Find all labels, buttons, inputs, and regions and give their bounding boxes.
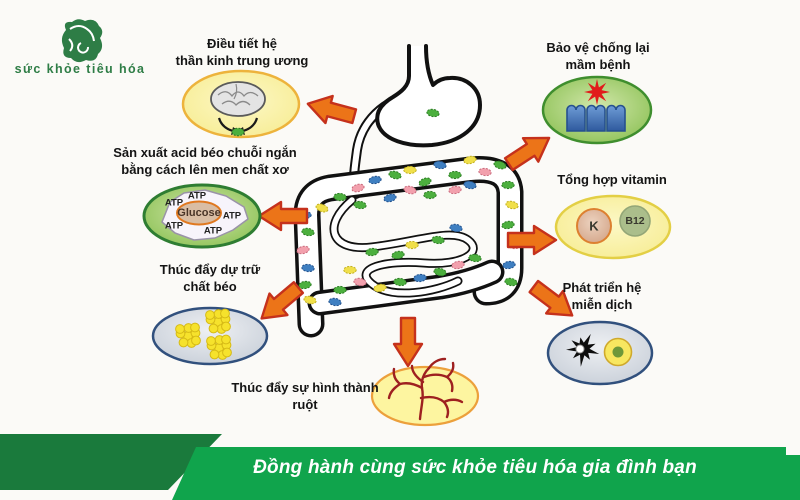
epithelium-cells-icon xyxy=(566,104,626,132)
label-fat: Thúc đẩy dự trữ chất béo xyxy=(159,262,261,294)
vitamin-b12-label: B12 xyxy=(625,215,645,227)
banner-bright-shape xyxy=(172,447,800,500)
banner-dark-shape xyxy=(0,434,222,490)
pathogen-starburst-icon xyxy=(584,79,610,105)
bubble-fat xyxy=(151,306,269,366)
logo-text: sức khỏe tiêu hóa xyxy=(14,62,146,76)
vitamin-b12-icon xyxy=(619,205,651,237)
arrow-to-gutform xyxy=(392,316,424,368)
vitamin-k-icon xyxy=(576,208,612,244)
label-gutform: Thúc đẩy sự hình thành ruột xyxy=(231,380,379,412)
glucose-label: Glucose xyxy=(177,207,221,219)
bubble-cns xyxy=(181,69,301,139)
bubble-gutform xyxy=(370,357,480,427)
atp-label: ATP xyxy=(164,220,184,232)
label-immune: Phát triển hệ miễn dịch xyxy=(562,280,642,312)
atp-label: ATP xyxy=(164,197,184,209)
digestive-tract-illustration xyxy=(293,44,524,338)
label-scfa: Sản xuất acid béo chuỗi ngắn bằng cách l… xyxy=(113,145,297,177)
banner-slogan: Đồng hành cùng sức khỏe tiêu hóa gia đìn… xyxy=(253,457,697,478)
atp-label: ATP xyxy=(203,225,223,237)
microbe-icon xyxy=(231,127,245,137)
bubble-scfa xyxy=(142,183,262,249)
vessel-branches-icon xyxy=(387,357,464,421)
label-pathogen: Bảo vệ chống lại mầm bệnh xyxy=(546,40,650,72)
atp-label: ATP xyxy=(222,210,242,222)
label-vitamin: Tổng hợp vitamin xyxy=(557,172,667,187)
brain-icon xyxy=(210,81,266,117)
vitamin-k-label: K xyxy=(589,218,599,234)
label-cns: Điều tiết hệ thần kinh trung ương xyxy=(175,36,309,68)
atp-label: ATP xyxy=(187,190,207,202)
intestine-logo-icon xyxy=(61,19,103,63)
arrow-to-cns xyxy=(302,89,360,131)
bubble-immune xyxy=(546,320,654,386)
stomach-outline xyxy=(375,44,482,148)
bubble-vitamin xyxy=(554,194,672,260)
bubble-pathogen xyxy=(541,75,653,145)
fat-globules-icon xyxy=(175,308,232,360)
glucose-molecule-icon xyxy=(176,200,222,226)
bottom-banner xyxy=(0,434,800,500)
